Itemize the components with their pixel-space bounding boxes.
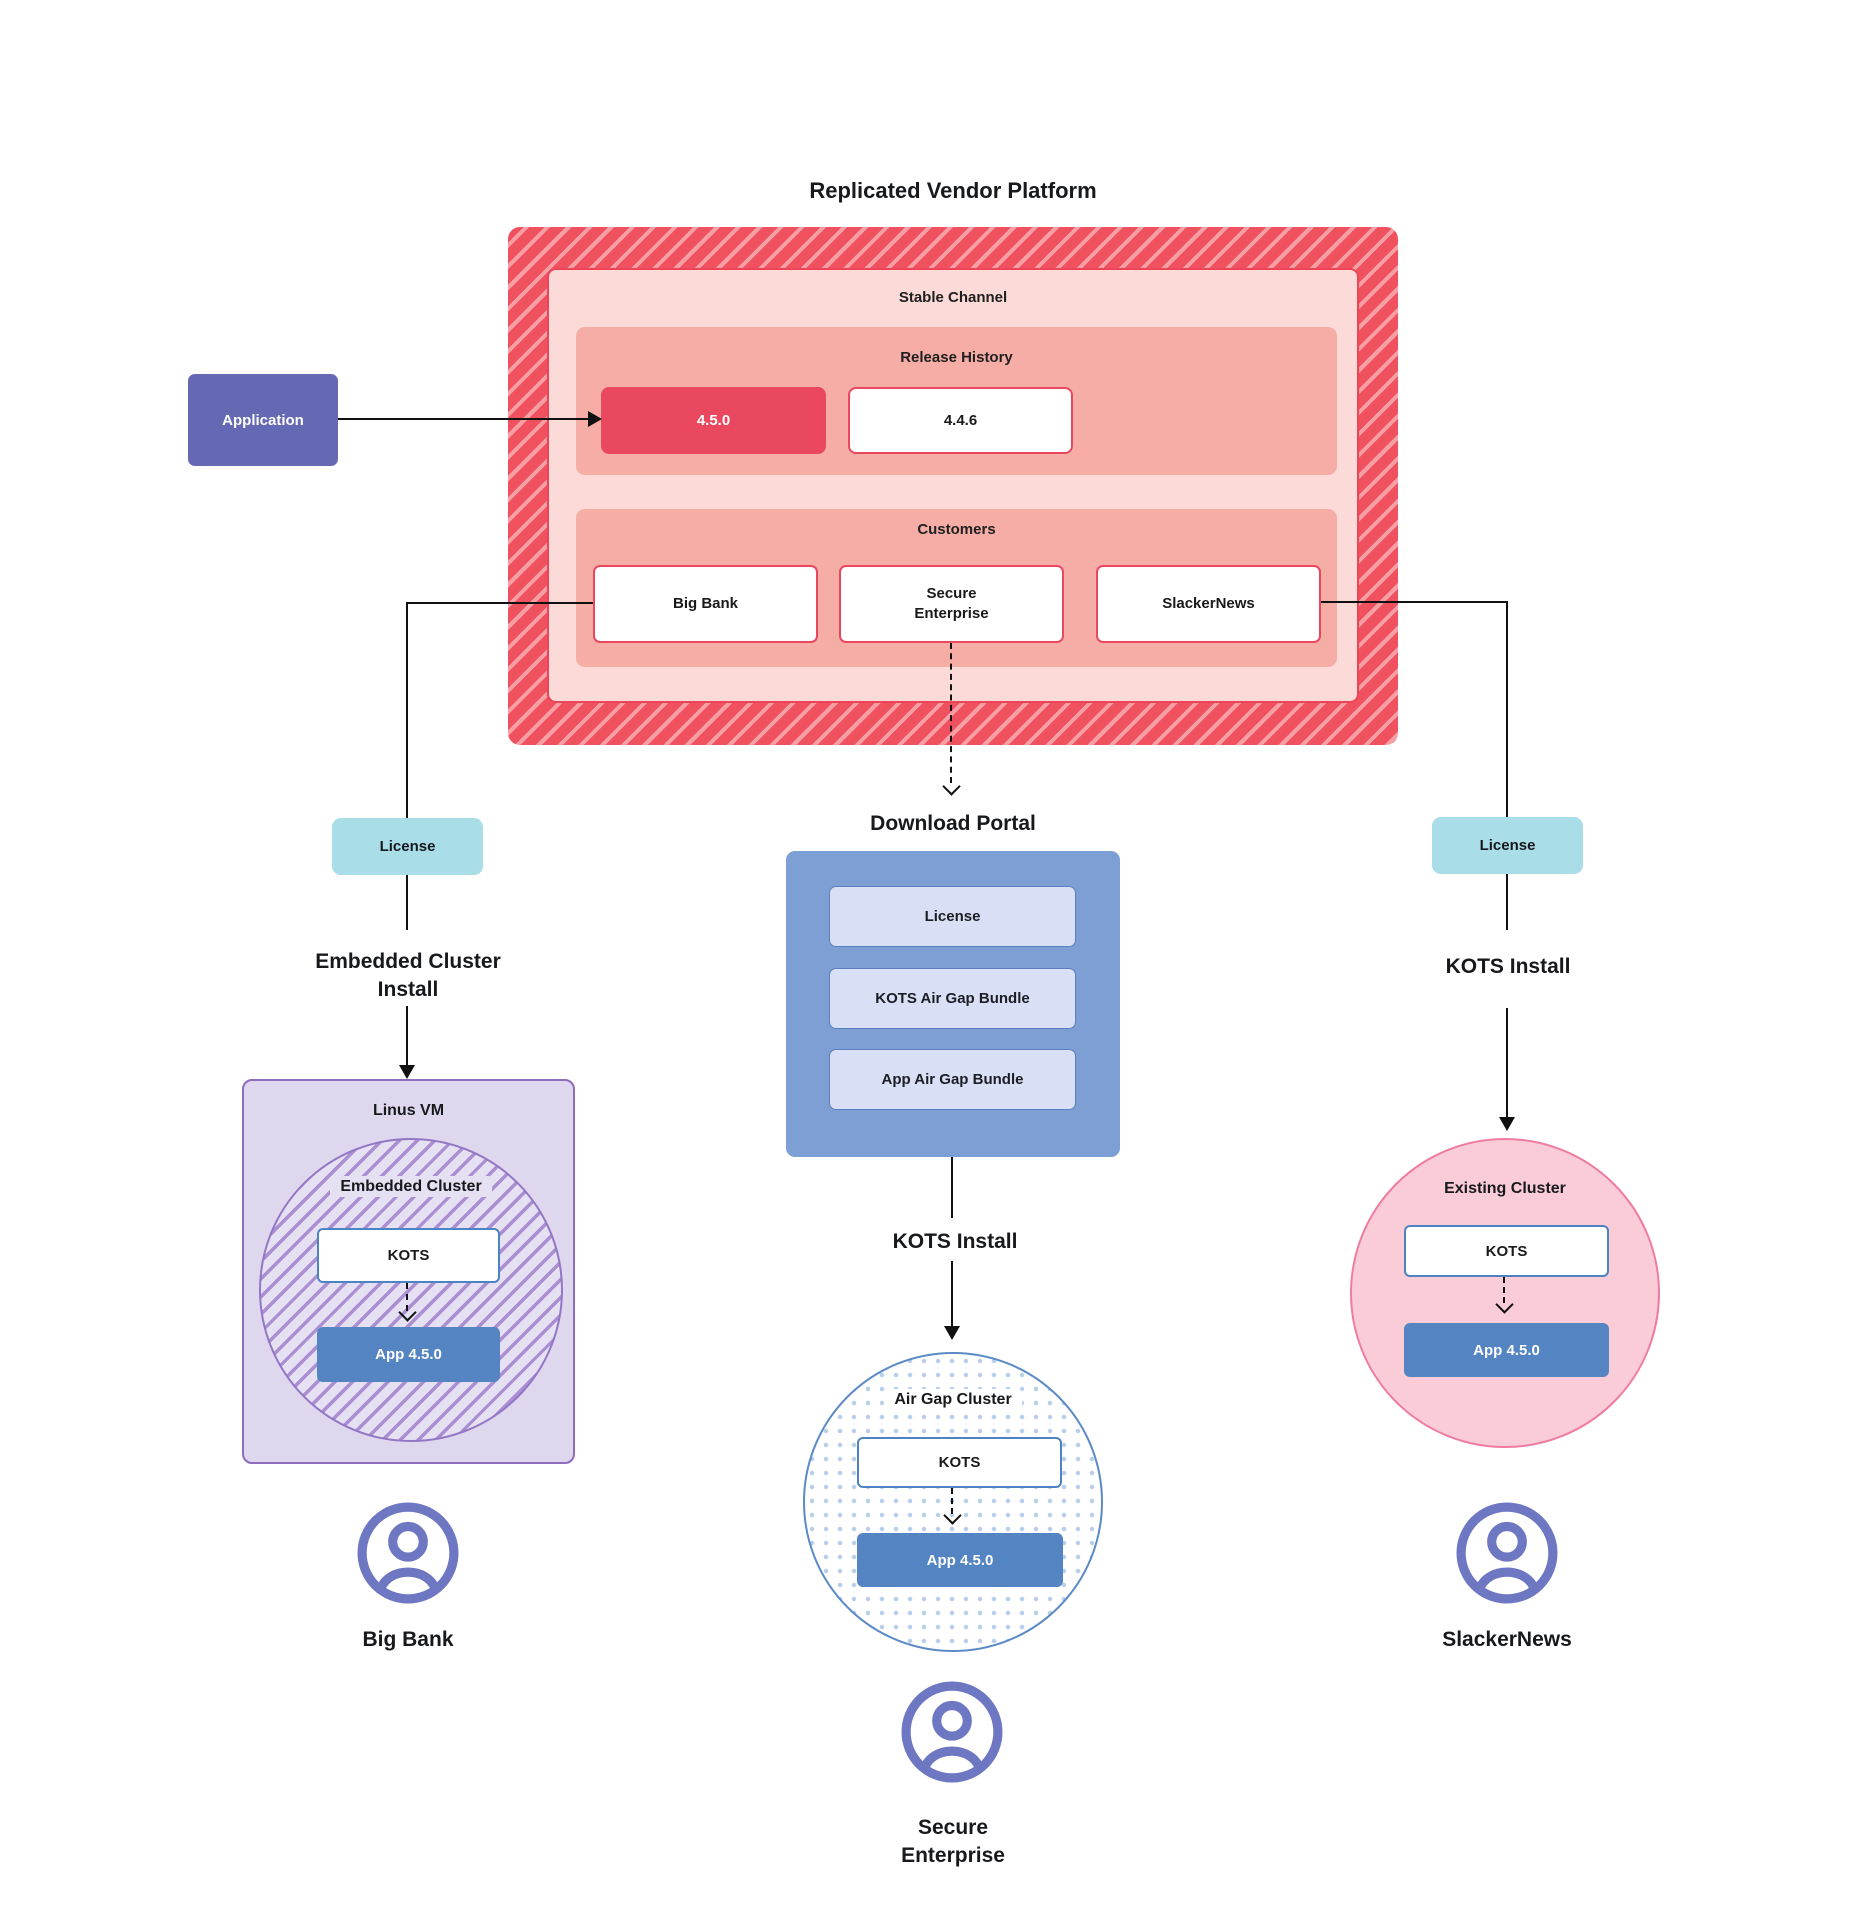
existing-cluster-label: Existing Cluster [1444, 1180, 1566, 1197]
release-history-label: Release History [900, 349, 1013, 366]
customer-slackernews-box: SlackerNews [1096, 565, 1321, 643]
app-airgap-label: App 4.5.0 [926, 1551, 994, 1569]
customer-secure-enterprise-label: Secure Enterprise [914, 584, 989, 622]
kots-box-airgap: KOTS [857, 1437, 1062, 1488]
big-bank-user-label: Big Bank [362, 1628, 454, 1651]
connector-bigbank-vertical [406, 602, 408, 818]
connector-install-to-vm [406, 1006, 408, 1066]
portal-item-app-airgap-bundle: App Air Gap Bundle [829, 1049, 1076, 1110]
release-446-label: 4.4.6 [943, 412, 978, 429]
license-left-box: License [332, 818, 483, 875]
arrowhead-kotsinstall-to-airgap [944, 1326, 960, 1340]
arrowhead-kotsinstall-to-existing [1499, 1117, 1515, 1131]
license-right-label: License [1479, 837, 1536, 854]
connector-kotsinstall-to-existing [1506, 1008, 1508, 1118]
app-box-embedded: App 4.5.0 [317, 1327, 500, 1382]
embedded-cluster-label-row: Embedded Cluster [259, 1176, 563, 1197]
app-existing-label: App 4.5.0 [1473, 1341, 1540, 1359]
embedded-cluster-label: Embedded Cluster [330, 1176, 492, 1197]
customer-secure-enterprise-box: Secure Enterprise [839, 565, 1064, 643]
release-446-box: 4.4.6 [848, 387, 1073, 454]
application-box: Application [188, 374, 338, 466]
air-gap-cluster-label-row: Air Gap Cluster [803, 1389, 1103, 1410]
customer-big-bank-box: Big Bank [593, 565, 818, 643]
kots-existing-label: KOTS [1485, 1242, 1528, 1260]
linus-vm-label: Linus VM [372, 1102, 445, 1119]
air-gap-cluster-label: Air Gap Cluster [884, 1389, 1022, 1410]
connector-license-left-down [406, 875, 408, 930]
release-450-label: 4.5.0 [696, 412, 731, 429]
stable-channel-label: Stable Channel [898, 289, 1008, 306]
connector-kots-to-app-embedded [406, 1283, 408, 1311]
download-portal-box: License KOTS Air Gap Bundle App Air Gap … [786, 851, 1120, 1157]
app-box-airgap: App 4.5.0 [857, 1533, 1063, 1587]
secure-enterprise-user-icon [901, 1681, 1003, 1788]
arrowhead-secure-to-portal [942, 777, 961, 796]
connector-slackernews-horizontal [1321, 601, 1508, 603]
kots-embedded-label: KOTS [387, 1247, 430, 1264]
kots-box-embedded: KOTS [317, 1228, 500, 1283]
portal-item-kots-airgap-bundle: KOTS Air Gap Bundle [829, 968, 1076, 1029]
customers-label: Customers [917, 521, 996, 538]
kots-airgap-label: KOTS [938, 1454, 981, 1471]
arrowhead-application-to-release [588, 411, 602, 427]
slackernews-user-icon [1456, 1502, 1558, 1609]
license-left-label: License [379, 838, 436, 855]
secure-enterprise-user-label: Secure Enterprise [901, 1816, 1005, 1868]
app-embedded-label: App 4.5.0 [375, 1346, 442, 1363]
connector-secure-to-portal-dashed [950, 643, 952, 783]
portal-item-app-airgap-label: App Air Gap Bundle [881, 1071, 1024, 1088]
portal-item-license: License [829, 886, 1076, 947]
existing-cluster-circle [1350, 1138, 1660, 1448]
connector-portal-down [951, 1157, 953, 1218]
customer-big-bank-label: Big Bank [672, 594, 738, 612]
big-bank-user-icon [357, 1502, 459, 1609]
application-label: Application [222, 411, 304, 429]
connector-bigbank-horizontal [408, 602, 593, 604]
license-right-box: License [1432, 817, 1583, 874]
connector-application-to-release [338, 418, 589, 420]
arrowhead-install-to-vm [399, 1065, 415, 1079]
kots-box-existing: KOTS [1404, 1225, 1609, 1277]
app-box-existing: App 4.5.0 [1404, 1323, 1609, 1377]
connector-kots-to-app-airgap [951, 1488, 953, 1514]
connector-kotsinstall-to-airgap [951, 1261, 953, 1327]
diagram-title: Replicated Vendor Platform [809, 178, 1097, 203]
connector-kots-to-app-existing [1503, 1277, 1505, 1303]
portal-item-license-label: License [924, 908, 981, 925]
embedded-cluster-install-label: Embedded Cluster Install [315, 950, 501, 1002]
customer-slackernews-label: SlackerNews [1162, 594, 1255, 612]
kots-install-center-label: KOTS Install [892, 1230, 1018, 1253]
kots-install-right-label: KOTS Install [1445, 955, 1571, 978]
release-450-box: 4.5.0 [601, 387, 826, 454]
connector-license-right-down [1506, 874, 1508, 930]
download-portal-title: Download Portal [870, 812, 1036, 835]
connector-slackernews-vertical [1506, 601, 1508, 817]
portal-item-kots-airgap-label: KOTS Air Gap Bundle [875, 990, 1030, 1007]
slackernews-user-label: SlackerNews [1442, 1628, 1572, 1651]
